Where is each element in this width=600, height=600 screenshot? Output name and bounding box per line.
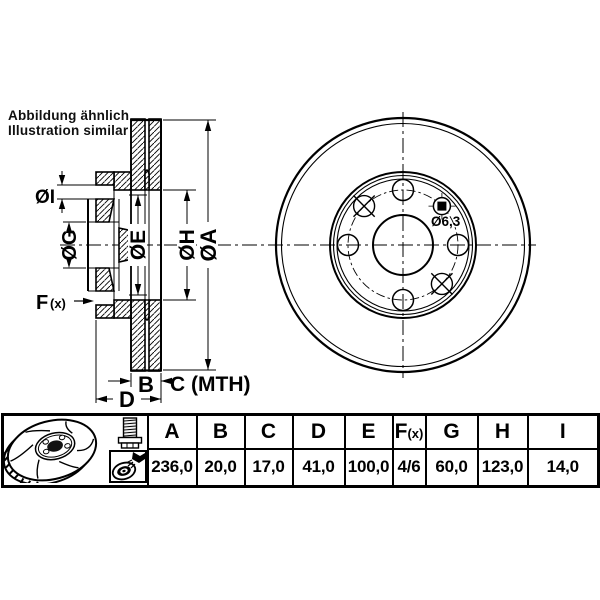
note-line-de: Abbildung ähnlich: [8, 108, 130, 123]
disc-section-body: [95, 118, 162, 372]
header-b-text: B: [212, 420, 229, 444]
header-d-text: D: [310, 420, 327, 444]
spec-header-b: B: [195, 413, 246, 450]
similar-illustration-note: Abbildung ähnlich Illustration similar: [8, 108, 129, 138]
section-outline-lines: [87, 118, 162, 372]
spec-value-c: 17,0: [243, 447, 294, 488]
value-b-text: 20,0: [204, 457, 237, 477]
spec-value-f: 4/6: [391, 447, 427, 488]
spec-header-g: G: [424, 413, 479, 450]
spec-header-h: H: [476, 413, 529, 450]
bolt-hole-top: [391, 178, 415, 202]
cross-section-view: ØA ØH ØE ØG: [35, 118, 250, 412]
value-f-text: 4/6: [397, 457, 421, 477]
spec-value-g: 60,0: [424, 447, 479, 488]
front-view: Ø6,3: [274, 112, 532, 378]
dim-b-label: B: [138, 372, 154, 397]
pin-hole-label: Ø6,3: [431, 214, 461, 229]
dim-g-label: ØG: [59, 229, 81, 260]
dim-g-group: ØG: [59, 221, 86, 269]
outer-diameter-circle: [274, 116, 532, 374]
spec-value-a: 236,0: [146, 447, 198, 488]
spec-value-d: 41,0: [291, 447, 346, 488]
dim-a-group: ØA: [163, 119, 221, 371]
dim-d-group: D: [95, 320, 161, 412]
dim-f-label: F: [36, 292, 48, 314]
cross-marked-holes: [352, 194, 454, 296]
value-a-text: 236,0: [151, 457, 193, 477]
value-h-text: 123,0: [481, 457, 524, 477]
bolt-hole-right: [446, 233, 470, 257]
spec-header-c: C: [243, 413, 294, 450]
header-f-sub-text: (x): [407, 426, 424, 442]
header-h-text: H: [494, 420, 511, 444]
spec-header-i: I: [526, 413, 600, 450]
dim-e-label: ØE: [127, 230, 150, 260]
spec-table: A B C D E F(x) G H I 236,0 20,0 17,0 41,…: [1, 413, 600, 488]
header-e-text: E: [361, 420, 376, 444]
dim-f-group: F (x): [36, 292, 94, 314]
dim-c-label: C (MTH): [170, 373, 250, 396]
dim-h-label: ØH: [176, 229, 199, 261]
spec-header-e: E: [343, 413, 394, 450]
table-icon-cell: [1, 413, 149, 488]
spec-value-b: 20,0: [195, 447, 246, 488]
value-g-text: 60,0: [435, 457, 468, 477]
bolt-hole-left: [336, 233, 360, 257]
header-i-text: I: [559, 420, 566, 444]
spec-value-i: 14,0: [526, 447, 600, 488]
value-c-text: 17,0: [252, 457, 285, 477]
power-disc-icon: [4, 418, 98, 483]
dim-h-group: ØH: [163, 189, 199, 301]
header-f-text: F: [394, 420, 408, 444]
spec-header-a: A: [146, 413, 198, 450]
header-g-text: G: [443, 420, 460, 444]
coated-disc-spray-icon: [109, 450, 146, 483]
dim-d-label: D: [119, 387, 135, 412]
header-a-text: A: [164, 420, 180, 444]
spec-header-d: D: [291, 413, 346, 450]
dim-a-label: ØA: [196, 228, 221, 261]
friction-edge-circle: [280, 122, 526, 368]
dim-b-group: B: [108, 372, 162, 403]
spec-value-e: 100,0: [343, 447, 394, 488]
header-c-text: C: [260, 420, 277, 444]
dim-c-group: C (MTH): [161, 373, 250, 396]
note-line-en: Illustration similar: [8, 123, 129, 138]
value-i-text: 14,0: [546, 457, 579, 477]
wheel-bolt-holes: [336, 178, 470, 312]
locating-pin-hole: Ø6,3: [428, 193, 461, 229]
bolt-hole-bottom: [391, 288, 415, 312]
dim-e-group: ØE: [127, 194, 150, 296]
value-e-text: 100,0: [347, 457, 390, 477]
dim-f-sub-label: (x): [50, 296, 66, 311]
wheel-bolt-icon: [117, 417, 143, 449]
dim-i-group: ØI: [35, 171, 114, 213]
bolt-circle: [347, 189, 459, 301]
dim-i-label: ØI: [35, 187, 55, 208]
spec-header-f: F(x): [391, 413, 427, 450]
spec-value-h: 123,0: [476, 447, 529, 488]
value-d-text: 41,0: [302, 457, 335, 477]
center-bore-circle: [372, 214, 434, 276]
